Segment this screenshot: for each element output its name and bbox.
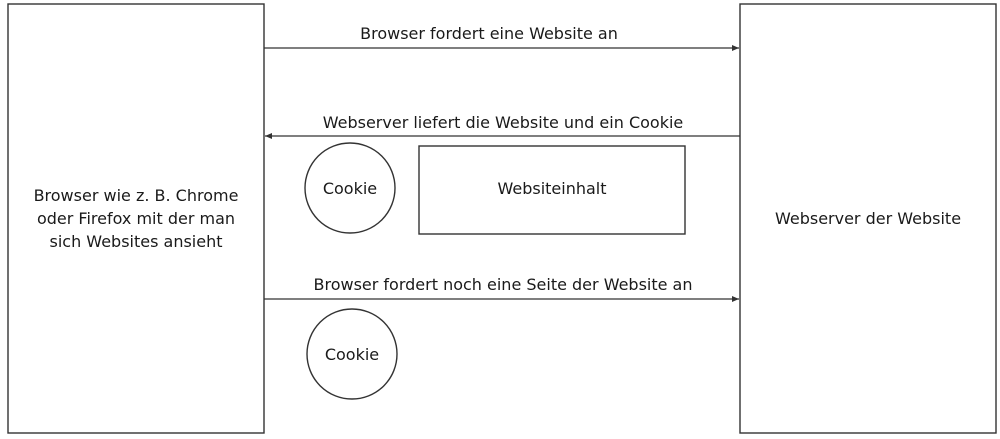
browser-label-line-3: sich Websites ansieht [50, 232, 223, 251]
browser-box: Browser wie z. B. Chrome oder Firefox mi… [7, 3, 265, 434]
webserver-label: Webserver der Website [775, 209, 961, 228]
website-content-label: Websiteinhalt [497, 179, 606, 198]
request-arrow-label: Browser fordert eine Website an [360, 24, 618, 43]
browser-label-line-1: Browser wie z. B. Chrome [34, 186, 239, 205]
response-arrow: Webserver liefert die Website und ein Co… [265, 113, 740, 139]
response-arrow-label: Webserver liefert die Website und ein Co… [323, 113, 684, 132]
cookie-label-1: Cookie [323, 179, 377, 198]
webserver-box: Webserver der Website [739, 3, 997, 434]
cookie-circle-1: Cookie [304, 142, 396, 234]
second-request-arrow: Browser fordert noch eine Seite der Webs… [264, 275, 739, 302]
cookie-label-2: Cookie [325, 345, 379, 364]
cookie-circle-2: Cookie [306, 308, 398, 400]
second-request-arrow-label: Browser fordert noch eine Seite der Webs… [313, 275, 692, 294]
request-arrow: Browser fordert eine Website an [264, 24, 739, 51]
browser-label-line-2: oder Firefox mit der man [37, 209, 235, 228]
website-content-box: Websiteinhalt [418, 145, 686, 235]
